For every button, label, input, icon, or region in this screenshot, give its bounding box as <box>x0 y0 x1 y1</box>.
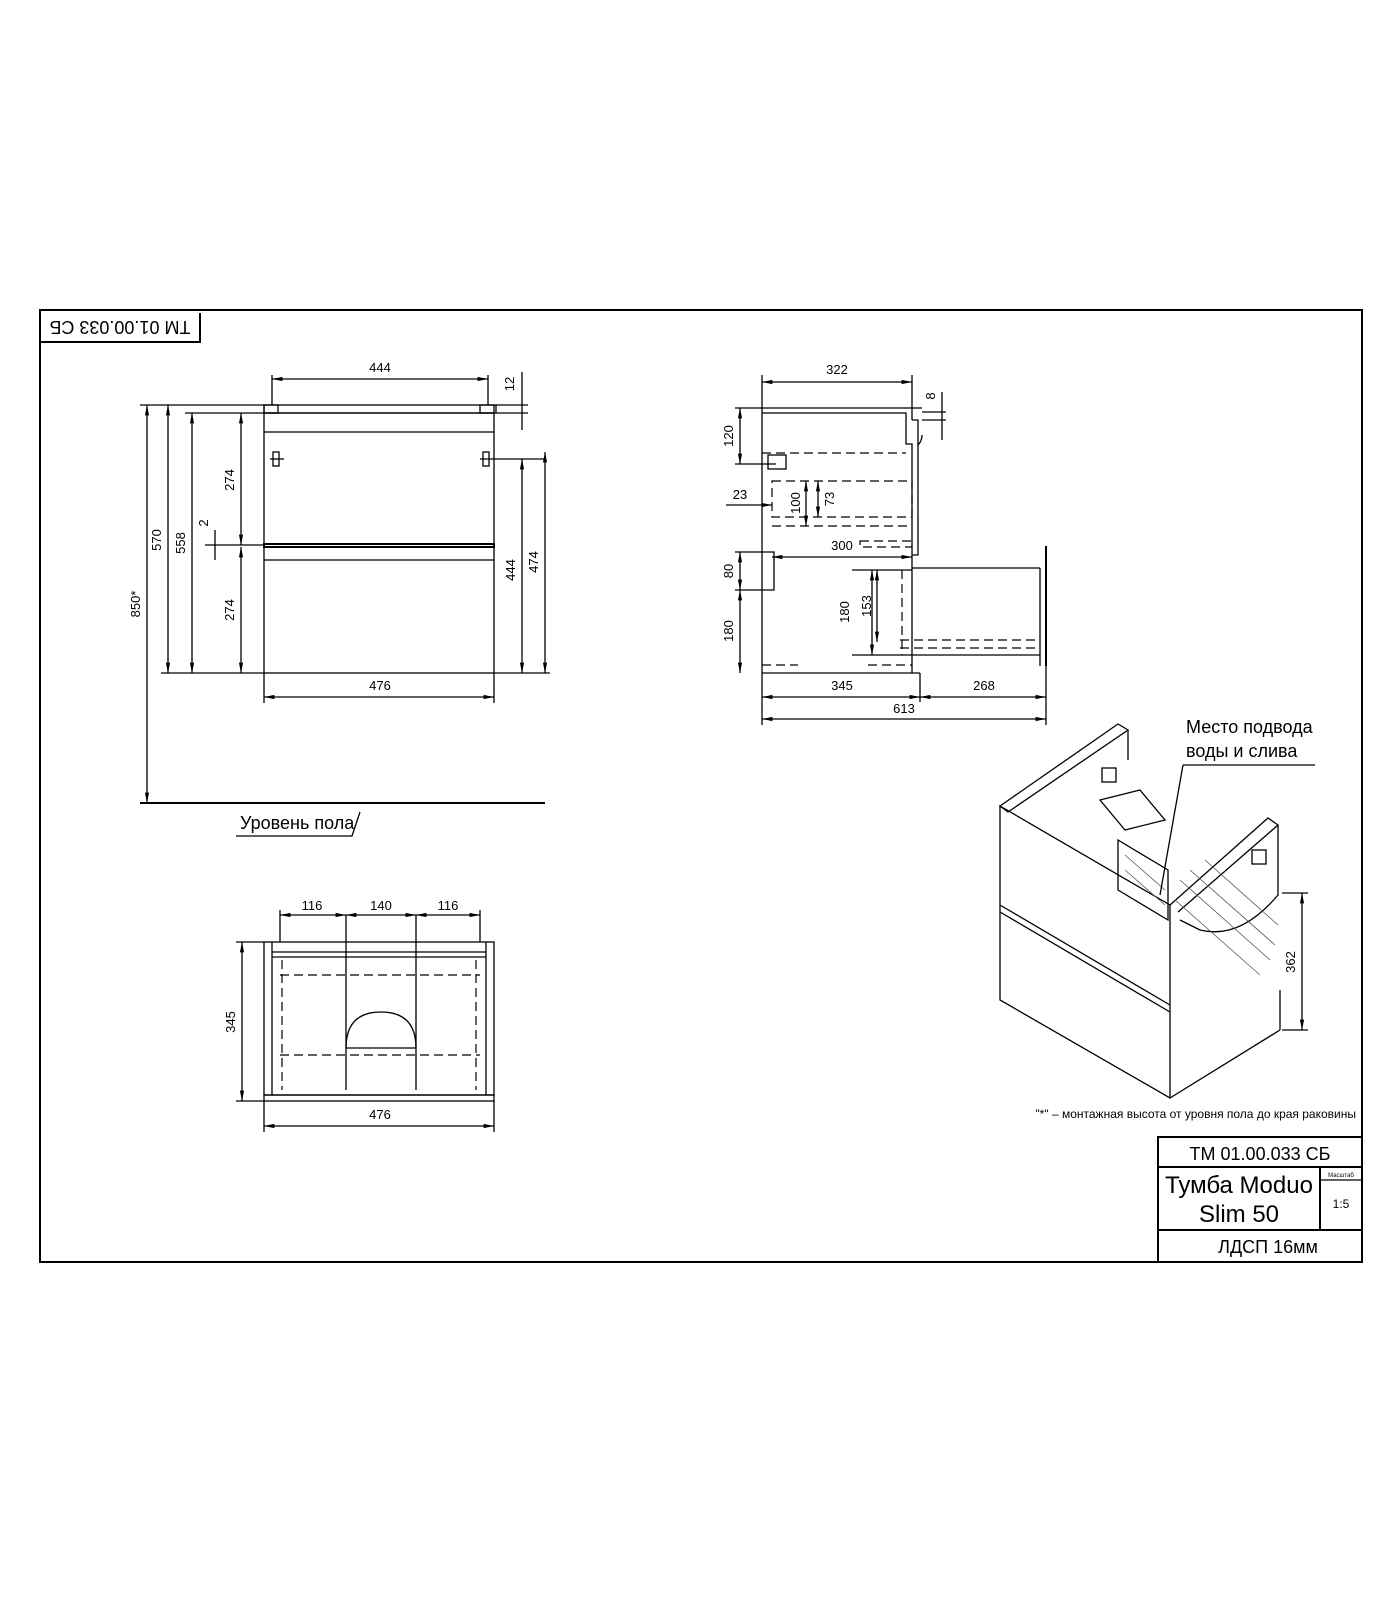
rotated-stamp: ТМ 01.00.033 СБ <box>40 313 201 343</box>
dim-plan-left: 116 <box>302 898 323 913</box>
dim-73: 73 <box>822 492 837 506</box>
dim-558: 558 <box>173 532 188 554</box>
footnote: "*" – монтажная высота от уровня пола до… <box>1035 1107 1356 1121</box>
dim-153: 153 <box>859 595 874 617</box>
dim-mount-444: 444 <box>503 559 518 581</box>
dim-80: 80 <box>721 564 736 578</box>
connector-icon <box>1101 767 1117 783</box>
dim-100: 100 <box>788 492 803 514</box>
scale-value: 1:5 <box>1333 1197 1350 1211</box>
title-name-line2: Slim 50 <box>1199 1201 1279 1228</box>
title-name-line1: Тумба Moduo <box>1165 1172 1313 1199</box>
dim-268: 268 <box>973 678 995 693</box>
dim-23: 23 <box>733 487 747 502</box>
dim-drawer-upper: 274 <box>222 469 237 491</box>
dim-mount-474: 474 <box>526 551 541 573</box>
dim-plan-depth: 345 <box>223 1011 238 1033</box>
side-view: 322 8 120 23 100 73 300 80 180 180 153 3… <box>721 362 1047 725</box>
dim-drawer-lower: 274 <box>222 599 237 621</box>
dim-180-left: 180 <box>721 620 736 642</box>
mount-bracket-icon <box>270 451 284 467</box>
dim-613: 613 <box>893 701 915 716</box>
rotated-stamp-code: ТМ 01.00.033 СБ <box>50 317 191 337</box>
dim-120: 120 <box>721 425 736 447</box>
dim-180: 180 <box>837 601 852 623</box>
dim-width: 476 <box>369 678 391 693</box>
title-material: ЛДСП 16мм <box>1218 1237 1318 1257</box>
callout-line2: воды и слива <box>1186 741 1298 761</box>
dim-300: 300 <box>831 538 853 553</box>
dim-345: 345 <box>831 678 853 693</box>
dim-362: 362 <box>1283 951 1298 973</box>
floor-label: Уровень пола <box>240 813 355 833</box>
dim-8: 8 <box>923 392 938 399</box>
mount-bracket-icon <box>480 451 546 467</box>
connector-icon <box>1251 849 1267 865</box>
dim-570: 570 <box>149 529 164 551</box>
isometric-view: Место подвода воды и слива 362 <box>998 717 1315 1100</box>
dim-depth-top: 322 <box>826 362 848 377</box>
dim-plan-center: 140 <box>370 898 392 913</box>
dim-top-thickness: 12 <box>502 377 517 391</box>
title-block: ТМ 01.00.033 СБ Тумба Moduo Slim 50 Масш… <box>1157 1136 1363 1263</box>
dim-top-width: 444 <box>369 360 391 375</box>
dim-gap: 2 <box>196 519 211 526</box>
plan-view: 116 140 116 345 476 <box>223 898 495 1132</box>
dim-plan-right: 116 <box>438 898 459 913</box>
front-view: 444 12 850* 570 558 274 274 2 444 474 47… <box>128 360 550 837</box>
sheet-frame <box>39 309 1363 1263</box>
dim-plan-width: 476 <box>369 1107 391 1122</box>
scale-label: Масштаб <box>1328 1173 1354 1179</box>
title-code: ТМ 01.00.033 СБ <box>1190 1144 1331 1164</box>
dim-total-height: 850* <box>128 591 143 618</box>
callout-line1: Место подвода <box>1186 717 1314 737</box>
